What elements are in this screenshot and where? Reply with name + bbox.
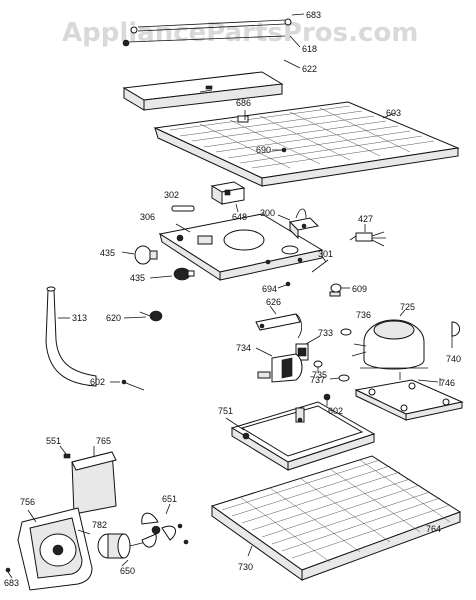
part-306-control-housing — [158, 213, 324, 281]
callout-302: 302 — [164, 190, 179, 200]
part-427-harness — [349, 231, 386, 247]
callout-313: 313 — [72, 313, 87, 323]
callout-686: 686 — [236, 98, 251, 108]
callout-751: 751 — [218, 406, 233, 416]
callout-730: 730 — [238, 562, 253, 572]
part-733-relay — [295, 343, 309, 361]
callout-300: 300 — [260, 208, 275, 218]
part-301-rod — [311, 259, 329, 273]
part-737-clip — [338, 374, 350, 382]
part-746-base-plate — [354, 372, 464, 421]
callout-764: 764 — [426, 524, 441, 534]
part-302-pin — [171, 205, 195, 212]
part-651-fan-blade — [141, 512, 189, 548]
part-435-bulb — [134, 245, 158, 265]
part-626-bracket — [255, 313, 302, 339]
part-602-screw-b — [323, 393, 331, 406]
part-300-thermostat — [288, 208, 320, 240]
part-683-screw-bottom — [5, 567, 13, 579]
callout-765: 765 — [96, 436, 111, 446]
part-551-clip — [63, 453, 71, 459]
part-603-shelf — [153, 101, 460, 187]
part-650-fan-motor — [97, 533, 147, 559]
callout-734: 734 — [236, 343, 251, 353]
part-751-drain-pan — [230, 401, 376, 471]
part-618-rod — [122, 18, 292, 47]
callout-683b: 683 — [4, 578, 19, 588]
part-740-overload — [451, 321, 460, 348]
part-622-cover — [122, 71, 284, 111]
part-730-coil — [210, 455, 462, 581]
callout-603: 603 — [386, 108, 401, 118]
callout-306: 306 — [140, 212, 155, 222]
part-435-socket — [173, 267, 195, 281]
callout-736: 736 — [356, 310, 371, 320]
callout-756: 756 — [20, 497, 35, 507]
callout-683: 683 — [306, 10, 321, 20]
callout-737: 737 — [310, 375, 325, 385]
callout-733: 733 — [318, 328, 333, 338]
callout-650: 650 — [120, 566, 135, 576]
watermark-text: AppliancePartsPros.com — [62, 18, 418, 48]
callout-551: 551 — [46, 436, 61, 446]
callout-746: 746 — [440, 378, 455, 388]
part-725-compressor — [351, 319, 428, 370]
callout-694: 694 — [262, 284, 277, 294]
callout-609: 609 — [352, 284, 367, 294]
callout-651: 651 — [162, 494, 177, 504]
callout-725: 725 — [400, 302, 415, 312]
part-736-grommet — [340, 328, 352, 336]
part-648-block — [210, 181, 246, 205]
callout-301: 301 — [318, 249, 333, 259]
part-620-connector — [139, 310, 163, 322]
part-756-fan-bracket — [17, 507, 93, 591]
part-609-clip — [329, 283, 342, 297]
callout-620: 620 — [106, 313, 121, 323]
callout-622: 622 — [302, 64, 317, 74]
callout-648: 648 — [232, 212, 247, 222]
callout-618: 618 — [302, 44, 317, 54]
part-313-drain-tube — [45, 286, 97, 387]
callout-427: 427 — [358, 214, 373, 224]
callout-602b: 602 — [328, 406, 343, 416]
part-734-cover — [257, 353, 303, 383]
callout-740: 740 — [446, 354, 461, 364]
callout-435a: 435 — [100, 248, 115, 258]
callout-626: 626 — [266, 297, 281, 307]
part-602-screw-a — [121, 379, 145, 391]
callout-602a: 602 — [90, 377, 105, 387]
callout-690: 690 — [256, 145, 271, 155]
part-735-screw — [313, 360, 323, 372]
callout-435b: 435 — [130, 273, 145, 283]
part-765-shroud — [71, 451, 117, 515]
callout-735: 735 — [312, 370, 327, 380]
callout-782: 782 — [92, 520, 107, 530]
